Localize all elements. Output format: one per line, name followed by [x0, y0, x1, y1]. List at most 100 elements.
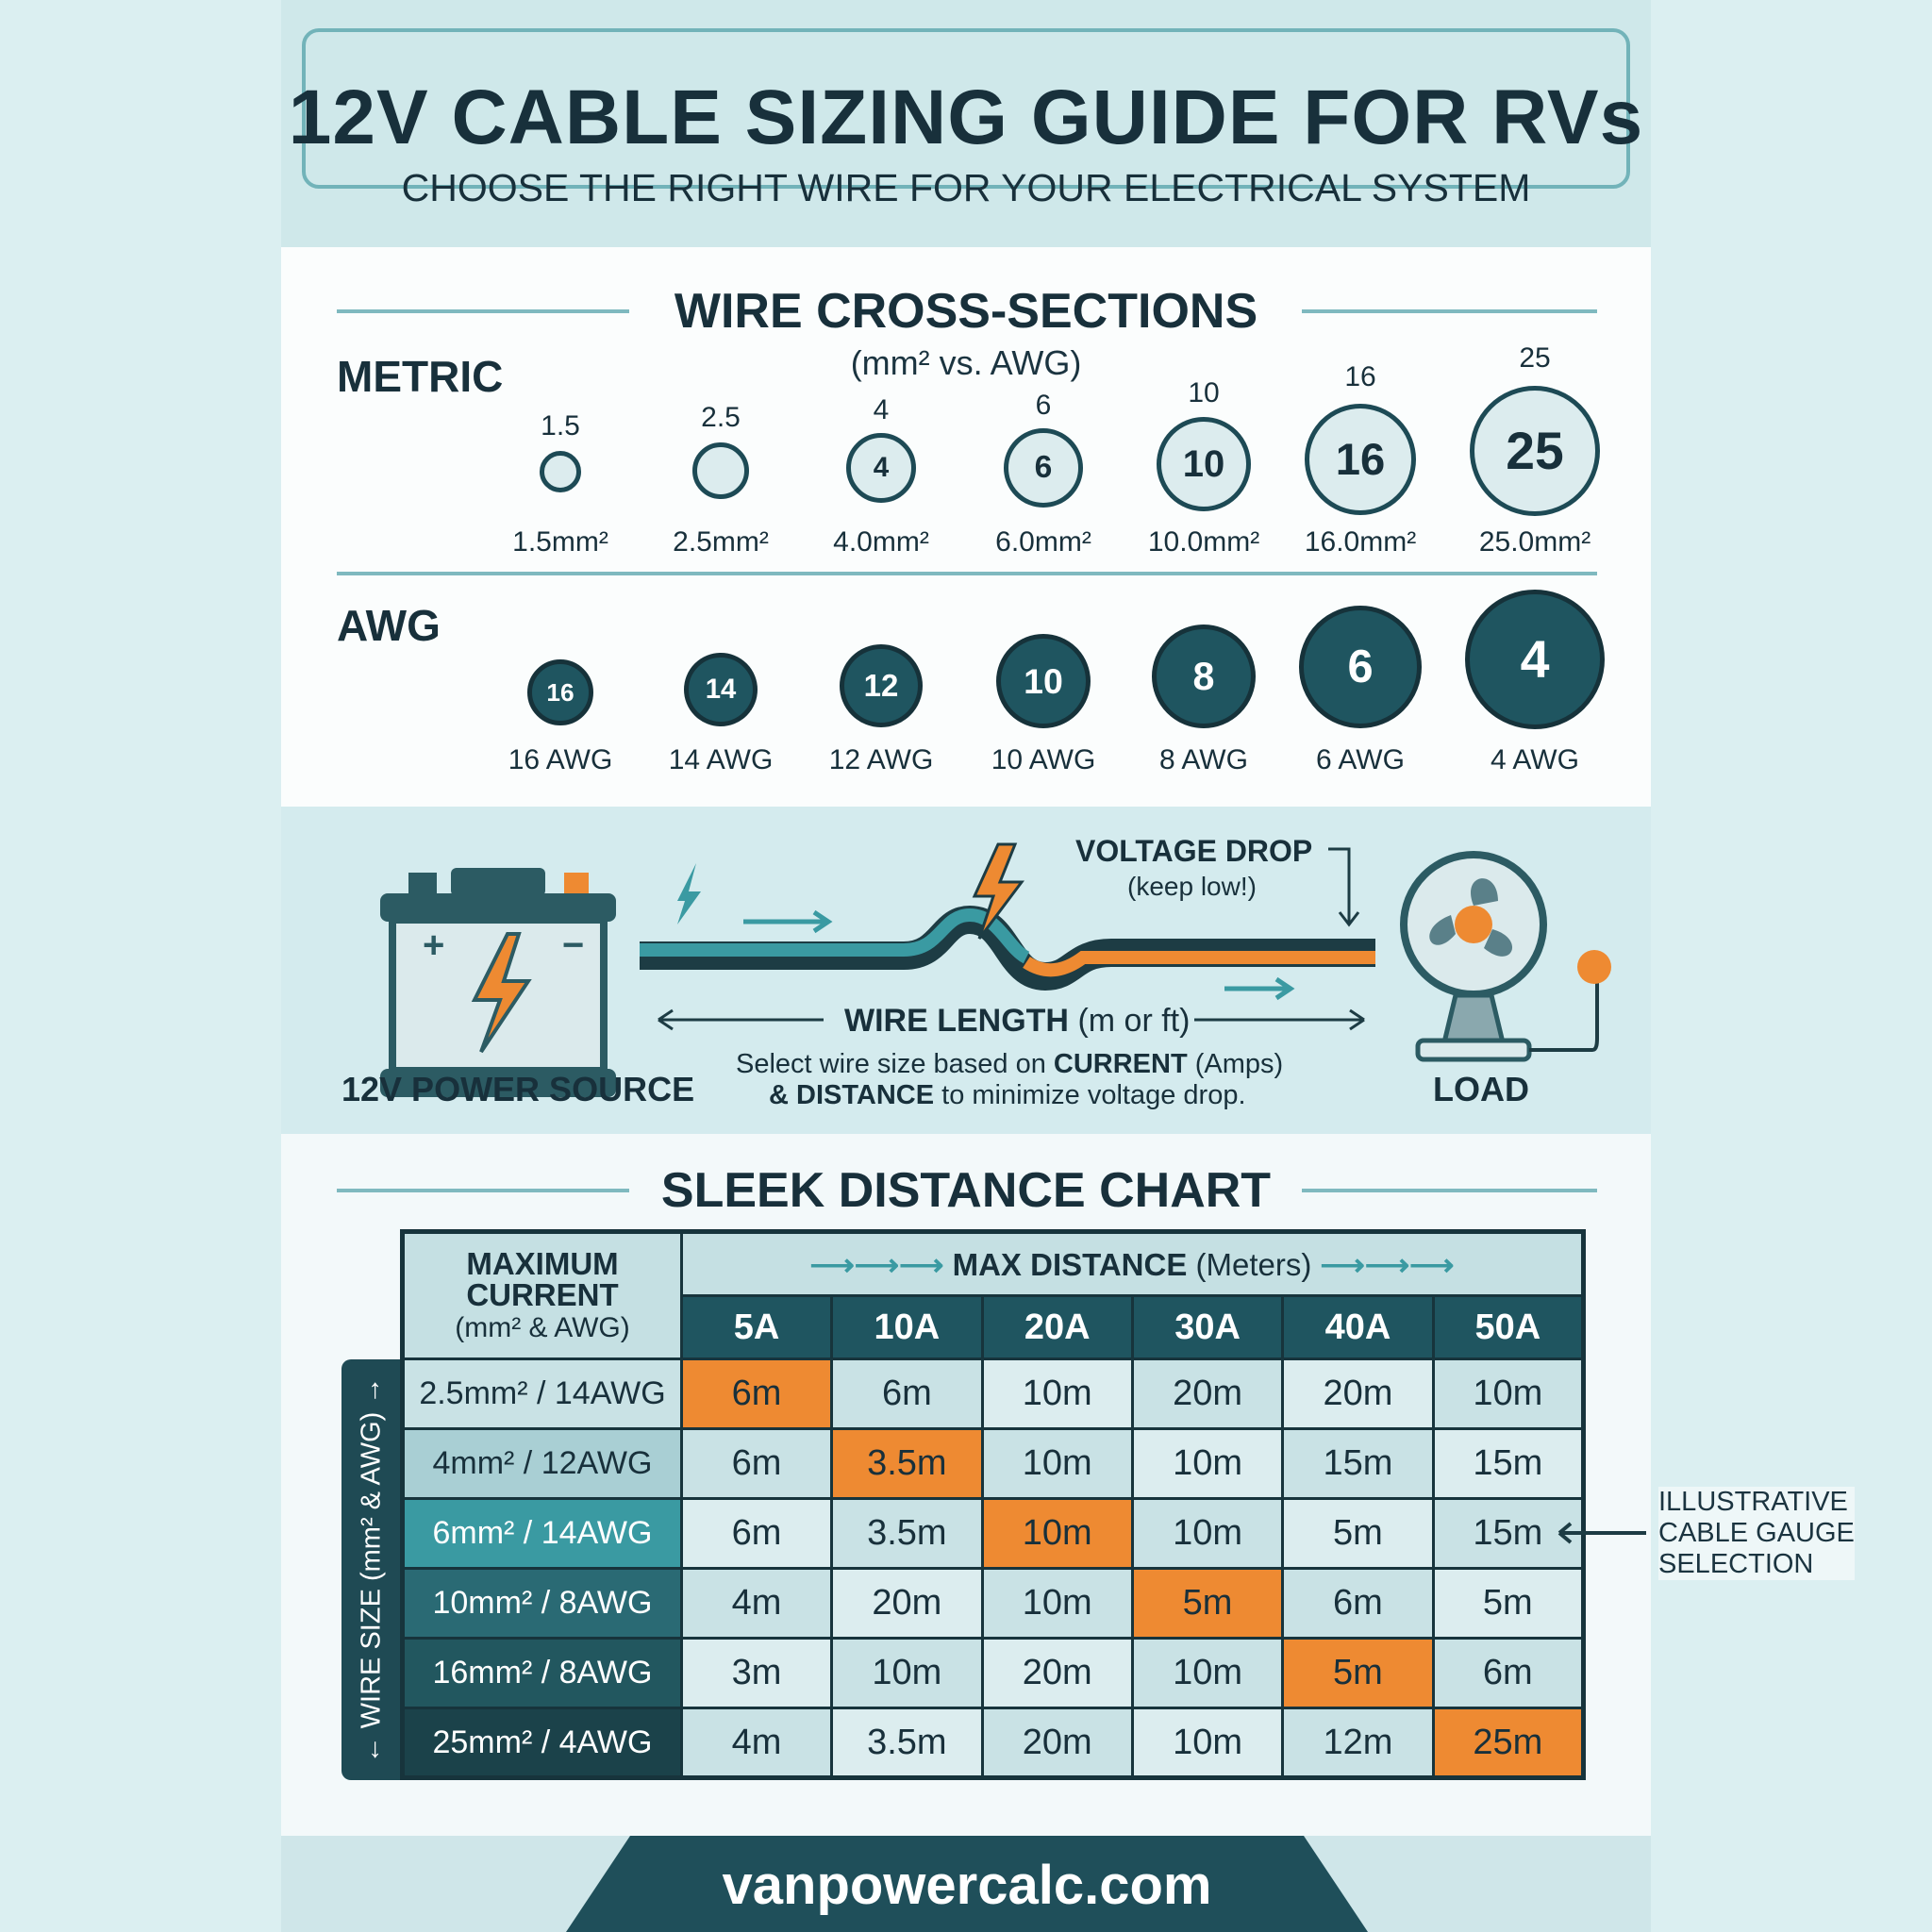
- column-header: 20A: [980, 1294, 1134, 1360]
- column-header: 10A: [830, 1294, 984, 1360]
- awg-caption: 8 AWG: [1159, 744, 1248, 775]
- distance-cell: 20m: [980, 1637, 1134, 1709]
- distance-cell: 10m: [830, 1637, 984, 1709]
- double-arrow-icon: [658, 1008, 1365, 1031]
- annotation-line: SELECTION: [1658, 1549, 1814, 1579]
- svg-text:−: −: [562, 924, 584, 966]
- distance-chart-title: SLEEK DISTANCE CHART: [660, 1163, 1272, 1218]
- metric-wire-circle: 16: [1305, 404, 1416, 515]
- header: [281, 0, 1651, 247]
- note-text: (Amps): [1187, 1049, 1284, 1079]
- column-header: 5A: [679, 1294, 834, 1360]
- highlighted-distance-cell: 6m: [679, 1357, 834, 1430]
- distance-cell: 10m: [1130, 1427, 1285, 1500]
- column-header: 40A: [1281, 1294, 1435, 1360]
- keep-low-note: (keep low!): [1127, 872, 1257, 901]
- power-source-label: 12V POWER SOURCE: [341, 1070, 695, 1108]
- distance-cell: 4m: [679, 1567, 834, 1640]
- awg-wire-circle: 6: [1299, 606, 1422, 728]
- distance-cell: 10m: [1431, 1357, 1586, 1430]
- page-title: 12V CABLE SIZING GUIDE FOR RVs: [288, 75, 1644, 160]
- metric-top-label: 6: [1035, 390, 1052, 421]
- metric-caption: 10.0mm²: [1147, 526, 1260, 558]
- diagram-illustration: +−: [380, 842, 1611, 1097]
- distance-cell: 20m: [830, 1567, 984, 1640]
- metric-wire-circle: 10: [1157, 417, 1251, 511]
- distance-cell: 10m: [980, 1427, 1134, 1500]
- metric-caption: 2.5mm²: [673, 526, 769, 558]
- distance-cell: 12m: [1281, 1707, 1435, 1779]
- metric-top-label: 2.5: [701, 402, 741, 433]
- divider: [337, 309, 629, 313]
- note-bold: CURRENT: [1053, 1049, 1188, 1079]
- metric-top-label: 25: [1519, 342, 1551, 374]
- distance-cell: 6m: [1431, 1637, 1586, 1709]
- svg-text:+: +: [423, 924, 444, 966]
- distance-cell: 10m: [1130, 1637, 1285, 1709]
- wire-length-label: WIRE LENGTH (m or ft): [844, 1003, 1190, 1040]
- battery-icon: +−: [380, 868, 616, 1097]
- wire-size-cell: 25mm² / 4AWG: [401, 1707, 683, 1779]
- page-subtitle: CHOOSE THE RIGHT WIRE FOR YOUR ELECTRICA…: [401, 166, 1531, 209]
- distance-cell: 15m: [1431, 1427, 1586, 1500]
- arrow-icon: [743, 909, 833, 934]
- fan-icon: [1400, 851, 1611, 1062]
- wire-length-unit: (m or ft): [1077, 1003, 1191, 1039]
- lightning-icon: [677, 863, 701, 924]
- wire-size-axis: ← WIRE SIZE (mm² & AWG) →: [341, 1359, 402, 1780]
- metric-top-label: 10: [1188, 377, 1220, 408]
- awg-caption: 16 AWG: [508, 744, 613, 775]
- metric-caption: 6.0mm²: [995, 526, 1091, 558]
- max-distance-header: ⟶⟶⟶ MAX DISTANCE (Meters) ⟶⟶⟶: [679, 1230, 1586, 1297]
- annotation: ILLUSTRATIVE CABLE GAUGE SELECTION: [1658, 1487, 1855, 1580]
- distance-cell: 5m: [1431, 1567, 1586, 1640]
- annotation-arrow-icon: [1557, 1522, 1646, 1544]
- metric-label: METRIC: [337, 352, 504, 401]
- distance-cell: 20m: [1130, 1357, 1285, 1430]
- note-bold: & DISTANCE: [769, 1080, 935, 1110]
- awg-caption: 4 AWG: [1491, 744, 1579, 775]
- awg-wire-circle: 12: [840, 644, 923, 727]
- awg-label: AWG: [337, 601, 441, 650]
- note-text: Select wire size based on: [736, 1049, 1054, 1079]
- wire-size-cell: 4mm² / 12AWG: [401, 1427, 683, 1500]
- note-text: to minimize voltage drop.: [934, 1080, 1246, 1110]
- website-link[interactable]: vanpowercalc.com: [722, 1855, 1212, 1916]
- distance-cell: 10m: [980, 1357, 1134, 1430]
- annotation-line: ILLUSTRATIVE: [1658, 1487, 1848, 1517]
- wire-size-cell: 6mm² / 14AWG: [401, 1497, 683, 1570]
- divider: [1302, 1189, 1597, 1192]
- max-distance-unit: (Meters): [1195, 1246, 1312, 1282]
- arrow-icon: [1328, 847, 1360, 927]
- distance-cell: 5m: [1281, 1497, 1435, 1570]
- lightning-icon: [972, 842, 1024, 940]
- metric-top-label: 4: [873, 394, 890, 425]
- highlighted-distance-cell: 25m: [1431, 1707, 1586, 1779]
- distance-cell: 15m: [1281, 1427, 1435, 1500]
- awg-wire-circle: 14: [684, 653, 758, 726]
- metric-top-label: 1.5: [541, 410, 580, 441]
- metric-wire-circle: 4: [846, 433, 916, 503]
- divider: [337, 1189, 629, 1192]
- cross-sections-section: [281, 247, 1651, 807]
- corner-header-line: (mm² & AWG): [455, 1312, 630, 1343]
- cross-sections-title: WIRE CROSS-SECTIONS: [674, 284, 1258, 339]
- distance-cell: 20m: [1281, 1357, 1435, 1430]
- awg-caption: 12 AWG: [828, 744, 934, 775]
- arrow-icon: [1224, 976, 1295, 1001]
- distance-cell: 10m: [1130, 1497, 1285, 1570]
- wire-size-cell: 2.5mm² / 14AWG: [401, 1357, 683, 1430]
- cross-sections-subtitle: (mm² vs. AWG): [850, 343, 1082, 382]
- corner-header-line: MAXIMUM: [466, 1246, 619, 1281]
- load-label: LOAD: [1433, 1070, 1529, 1108]
- metric-wire-circle: [540, 451, 581, 492]
- metric-caption: 25.0mm²: [1478, 526, 1591, 558]
- distance-cell: 10m: [1130, 1707, 1285, 1779]
- distance-cell: 4m: [679, 1707, 834, 1779]
- metric-wire-circle: 25: [1470, 386, 1600, 516]
